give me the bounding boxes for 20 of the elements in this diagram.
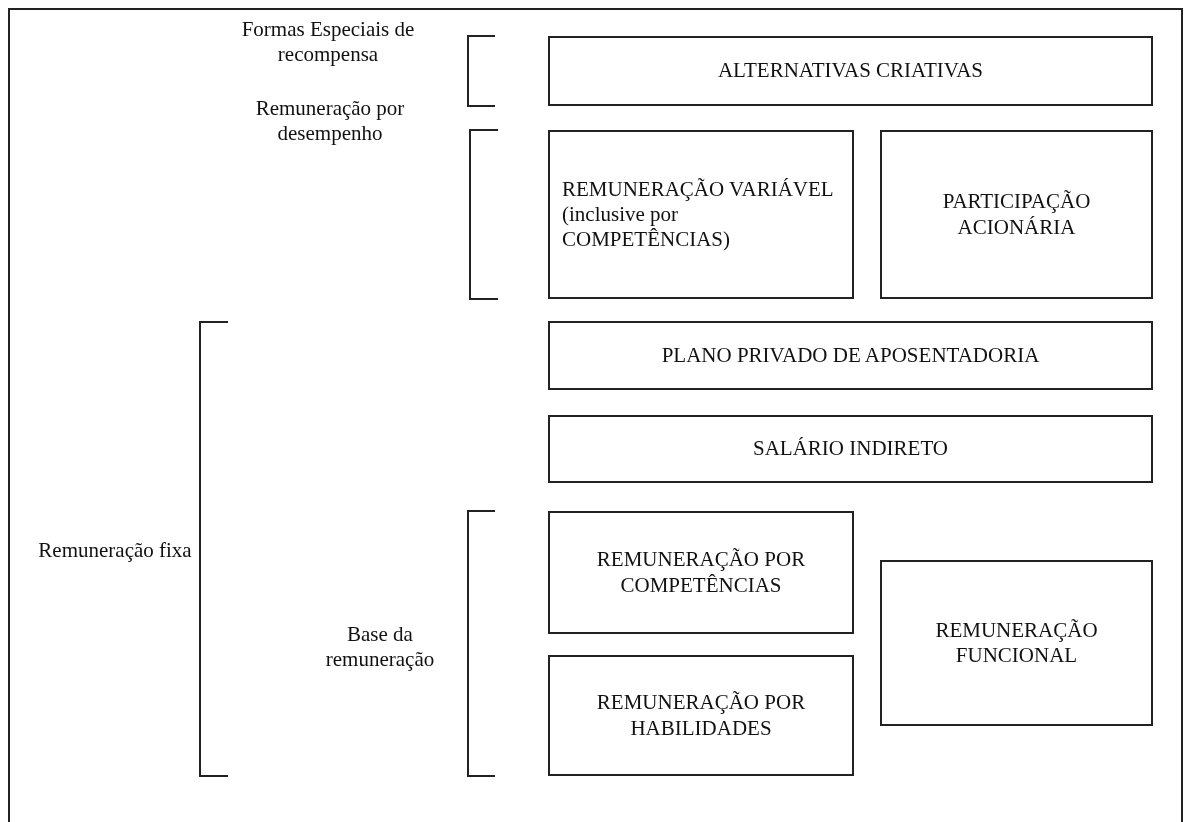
box-text: REMUNERAÇÃO VARIÁVEL (inclusive por COMPETÊNCIAS) xyxy=(562,176,834,253)
text-box xyxy=(548,321,1153,390)
group-label: Base da remuneração xyxy=(324,622,436,673)
text-box xyxy=(880,560,1153,726)
box-text: REMUNERAÇÃO FUNCIONAL xyxy=(934,617,1099,669)
text-box xyxy=(548,655,854,776)
box-text: SALÁRIO INDIRETO xyxy=(753,436,948,462)
group-label: Remuneração fixa xyxy=(37,538,193,564)
text-box xyxy=(880,130,1153,299)
group-label: Formas Especiais de recompensa xyxy=(240,17,416,68)
group-label: Remuneração por desempenho xyxy=(254,96,406,147)
text-box xyxy=(548,511,854,634)
text-box xyxy=(548,36,1153,106)
box-text: REMUNERAÇÃO POR HABILIDADES xyxy=(595,690,807,741)
box-text: PARTICIPAÇÃO ACIONÁRIA xyxy=(941,189,1092,240)
text-box xyxy=(548,415,1153,483)
text-box xyxy=(548,130,854,299)
box-text: REMUNERAÇÃO POR COMPETÊNCIAS xyxy=(595,547,807,598)
box-text: ALTERNATIVAS CRIATIVAS xyxy=(717,58,984,84)
box-text: PLANO PRIVADO DE APOSENTADORIA xyxy=(661,342,1040,369)
